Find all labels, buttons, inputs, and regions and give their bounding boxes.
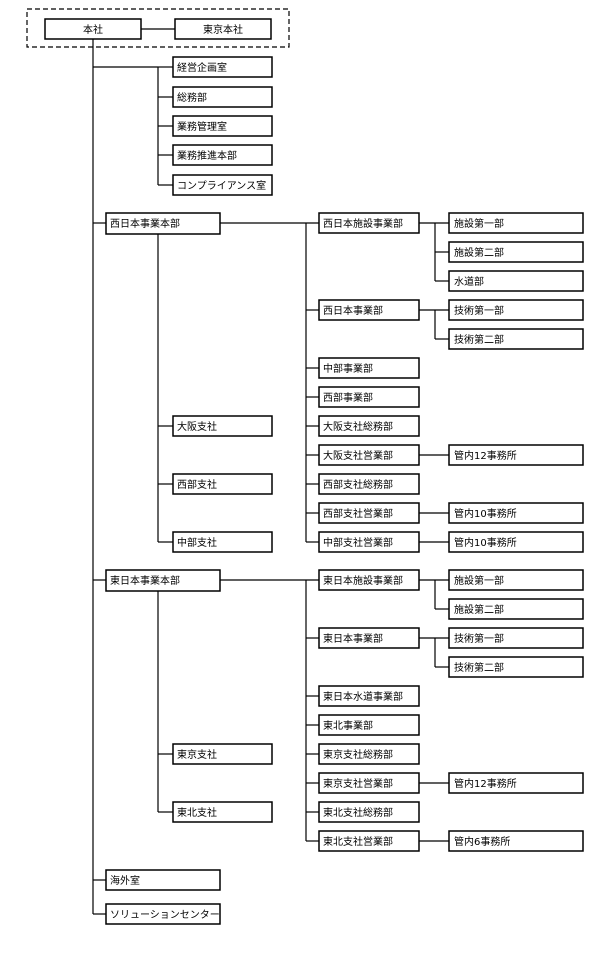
node-staff-0: 経営企画室	[172, 56, 273, 78]
node-dept-label: 水道部	[454, 275, 484, 288]
node-tokyo-head-office-label: 東京本社	[203, 23, 243, 36]
node-division-label: 東京支社総務部	[323, 748, 393, 761]
node-division-label: 東京支社営業部	[323, 777, 393, 790]
node-east-facility-dept-0: 施設第一部	[448, 569, 584, 591]
node-west-div-5: 西部支社営業部	[318, 502, 420, 524]
node-east-div-0: 東日本水道事業部	[318, 685, 420, 707]
node-dept-label: 技術第一部	[454, 304, 504, 317]
node-east-div-4: 東北支社総務部	[318, 801, 420, 823]
node-division-label: 東北支社営業部	[323, 835, 393, 848]
node-division-label: 東北支社総務部	[323, 806, 393, 819]
node-staff-3: 業務推進本部	[172, 144, 273, 166]
node-staff-2: 業務管理室	[172, 115, 273, 137]
node-west-div-2: 大阪支社総務部	[318, 415, 420, 437]
node-branch-label: 東北支社	[177, 806, 217, 819]
node-office-label: 管内10事務所	[454, 507, 517, 520]
node-west-business-dept-0: 技術第一部	[448, 299, 584, 321]
node-staff-1: 総務部	[172, 86, 273, 108]
node-west-div-6: 中部支社営業部	[318, 531, 420, 553]
node-west-office-1: 管内10事務所	[448, 502, 584, 524]
node-dept-label: 施設第一部	[454, 574, 504, 587]
node-office-label: 管内6事務所	[454, 835, 510, 848]
node-branch-label: 中部支社	[177, 536, 217, 549]
node-branch-label: 東京支社	[177, 748, 217, 761]
node-staff-label: コンプライアンス室	[177, 179, 266, 192]
node-west-hq-label: 西日本事業本部	[110, 217, 180, 230]
node-head-office: 本社	[44, 18, 142, 40]
node-west-facility-dept-1: 施設第二部	[448, 241, 584, 263]
node-east-business-dept-1: 技術第二部	[448, 656, 584, 678]
node-west-office-0: 管内12事務所	[448, 444, 584, 466]
node-division-label: 大阪支社総務部	[323, 420, 393, 433]
node-east-facility-dept-1: 施設第二部	[448, 598, 584, 620]
node-east-facility-div: 東日本施設事業部	[318, 569, 420, 591]
node-west-facility-dept-0: 施設第一部	[448, 212, 584, 234]
node-branch-label: 西部支社	[177, 478, 217, 491]
node-east-div-3: 東京支社営業部	[318, 772, 420, 794]
node-east-office-1: 管内6事務所	[448, 830, 584, 852]
node-division-label: 西日本施設事業部	[323, 217, 403, 230]
node-west-hq: 西日本事業本部	[105, 212, 221, 235]
node-dept-label: 施設第二部	[454, 603, 504, 616]
node-east-div-1: 東北事業部	[318, 714, 420, 736]
node-west-div-1: 西部事業部	[318, 386, 420, 408]
node-east-office-0: 管内12事務所	[448, 772, 584, 794]
node-division-label: 中部支社営業部	[323, 536, 393, 549]
node-division-label: 中部事業部	[323, 362, 373, 375]
node-west-facility-div: 西日本施設事業部	[318, 212, 420, 234]
node-solution-center-label: ソリューションセンター	[110, 909, 220, 921]
connector-lines	[92, 28, 449, 915]
node-east-div-5: 東北支社営業部	[318, 830, 420, 852]
node-east-hq: 東日本事業本部	[105, 569, 221, 592]
node-dept-label: 施設第一部	[454, 217, 504, 230]
node-solution-center: ソリューションセンター	[105, 903, 221, 925]
node-tokyo-head-office: 東京本社	[174, 18, 272, 40]
node-staff-4: コンプライアンス室	[172, 174, 273, 196]
node-staff-label: 業務推進本部	[177, 149, 237, 162]
node-division-label: 西日本事業部	[323, 304, 383, 317]
node-division-label: 東日本水道事業部	[323, 690, 403, 703]
node-east-hq-label: 東日本事業本部	[110, 574, 180, 587]
node-division-label: 大阪支社営業部	[323, 449, 393, 462]
node-east-branch-0: 東京支社	[172, 743, 273, 765]
node-west-office-2: 管内10事務所	[448, 531, 584, 553]
node-east-business-div: 東日本事業部	[318, 627, 420, 649]
node-west-branch-1: 西部支社	[172, 473, 273, 495]
node-west-div-3: 大阪支社営業部	[318, 444, 420, 466]
node-branch-label: 大阪支社	[177, 420, 217, 433]
node-west-business-div: 西日本事業部	[318, 299, 420, 321]
node-division-label: 東北事業部	[323, 719, 373, 732]
head-office-frame	[26, 8, 290, 48]
node-division-label: 西部事業部	[323, 391, 373, 404]
node-west-div-4: 西部支社総務部	[318, 473, 420, 495]
node-dept-label: 技術第二部	[454, 333, 504, 346]
node-office-label: 管内10事務所	[454, 536, 517, 549]
node-overseas-label: 海外室	[110, 874, 140, 887]
node-overseas: 海外室	[105, 869, 221, 891]
node-east-div-2: 東京支社総務部	[318, 743, 420, 765]
node-division-label: 東日本事業部	[323, 632, 383, 645]
node-east-business-dept-0: 技術第一部	[448, 627, 584, 649]
node-west-branch-0: 大阪支社	[172, 415, 273, 437]
node-east-branch-1: 東北支社	[172, 801, 273, 823]
node-dept-label: 技術第二部	[454, 661, 504, 674]
node-staff-label: 業務管理室	[177, 120, 227, 133]
node-division-label: 西部支社営業部	[323, 507, 393, 520]
node-division-label: 東日本施設事業部	[323, 574, 403, 587]
node-west-facility-dept-2: 水道部	[448, 270, 584, 292]
node-west-business-dept-1: 技術第二部	[448, 328, 584, 350]
node-dept-label: 施設第二部	[454, 246, 504, 259]
node-division-label: 西部支社総務部	[323, 478, 393, 491]
node-head-office-label: 本社	[83, 23, 103, 36]
node-west-branch-2: 中部支社	[172, 531, 273, 553]
node-staff-label: 総務部	[177, 91, 207, 104]
node-office-label: 管内12事務所	[454, 449, 517, 462]
node-west-div-0: 中部事業部	[318, 357, 420, 379]
node-dept-label: 技術第一部	[454, 632, 504, 645]
node-office-label: 管内12事務所	[454, 777, 517, 790]
node-staff-label: 経営企画室	[177, 61, 227, 74]
